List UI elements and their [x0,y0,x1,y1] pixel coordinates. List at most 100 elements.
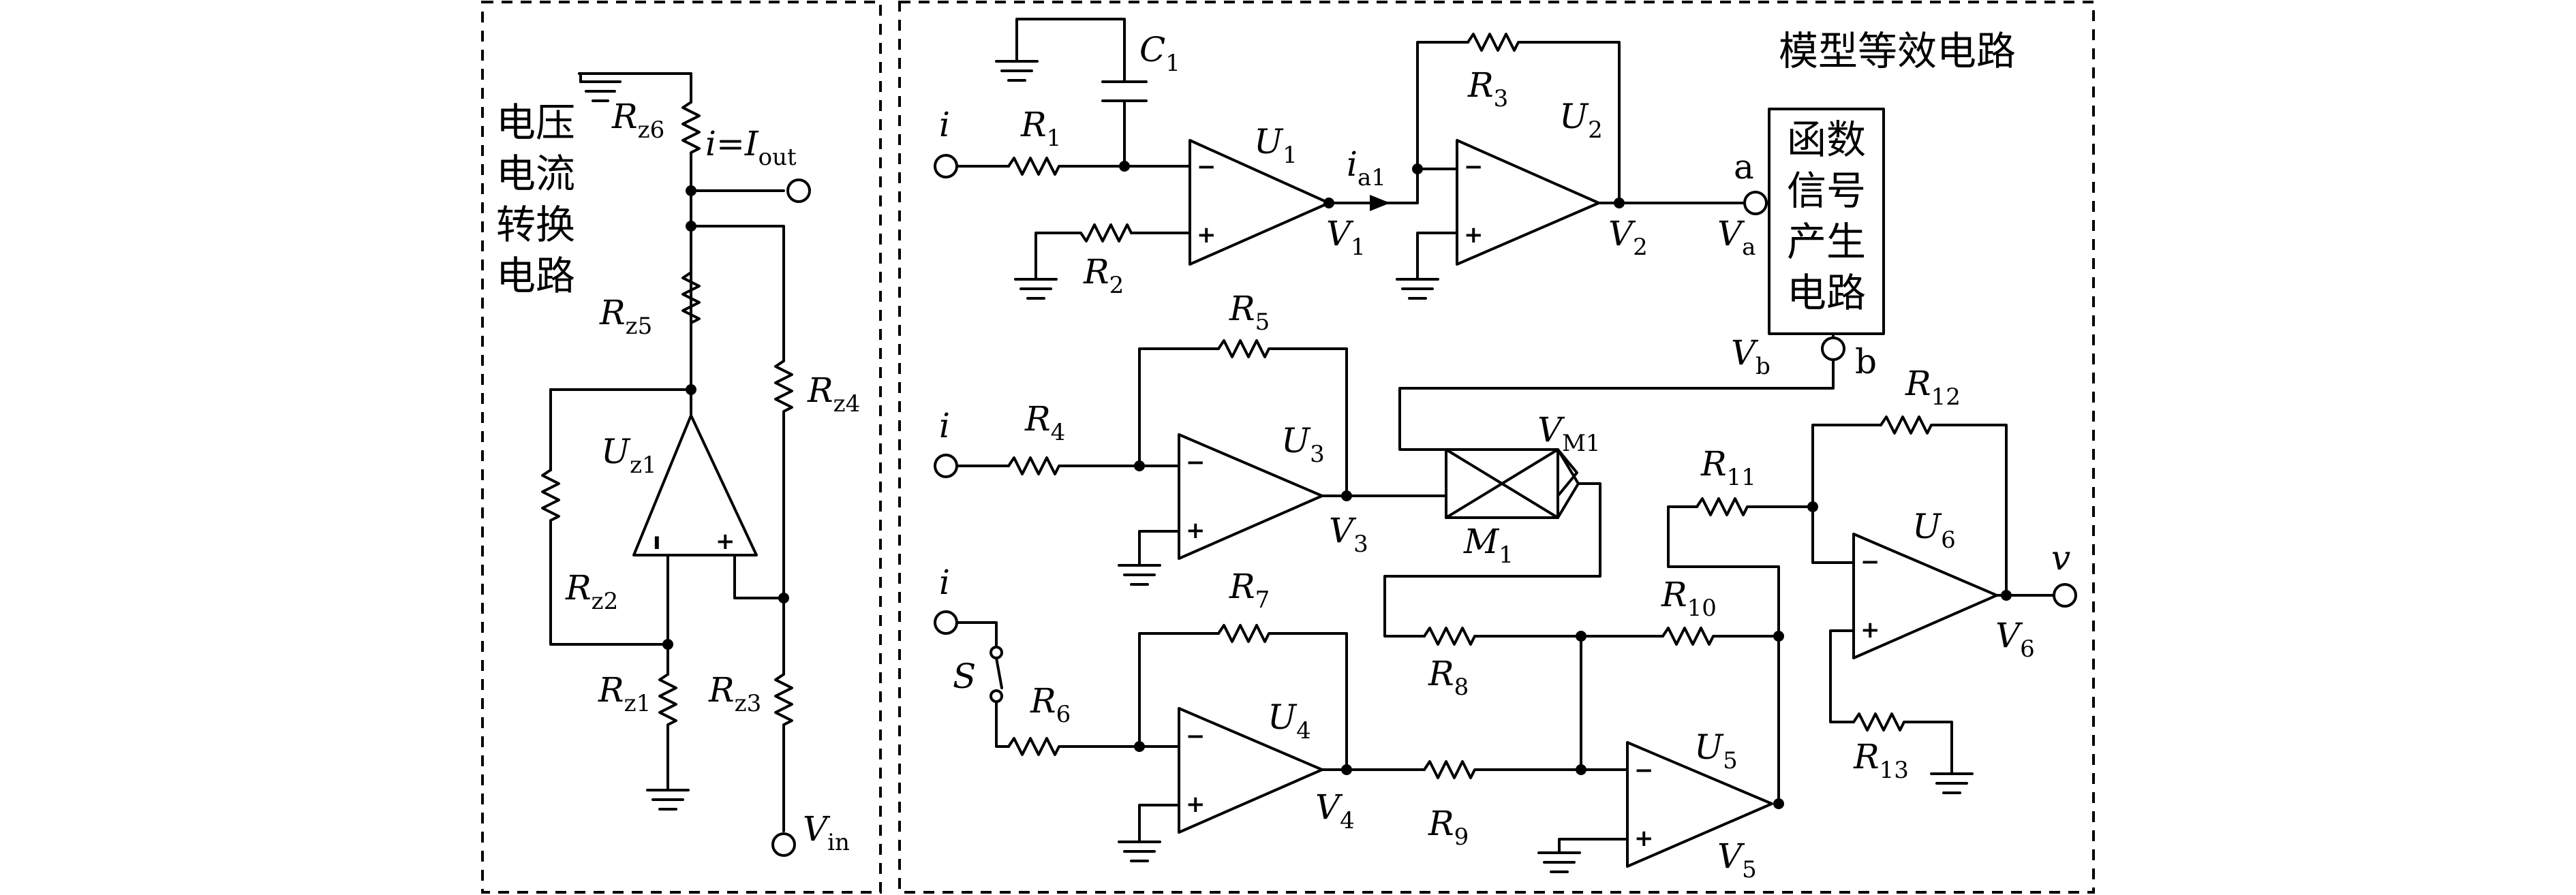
u5-minus: − [1634,757,1654,784]
resistor-r1 [1007,157,1126,176]
v3-label: V3 [1329,511,1368,558]
resistor-r2 [1034,223,1133,281]
resistor-r10 [1661,627,1780,805]
converter-title-line-4: 电路 [496,253,575,299]
input-i-terminal-2 [934,454,958,478]
funcgen-line-2: 信号 [1787,168,1866,214]
va-label: Va [1717,214,1755,261]
u4-minus: − [1186,723,1206,750]
u5-label: U5 [1694,727,1738,774]
u6-label: U6 [1912,507,1956,554]
rz6-label: Rz6 [611,97,664,144]
port-b-label: b [1855,342,1877,381]
r10-label: R10 [1661,575,1717,622]
rz3-label: Rz3 [708,670,761,717]
converter-title-line-2: 电流 [496,151,575,197]
m1-label: M1 [1463,522,1514,569]
input-i-label-3: i [939,563,950,602]
v6-label: V6 [1995,616,2035,663]
u1-label: U1 [1254,122,1298,169]
resistor-r12 [1880,415,2008,597]
u6-minus: − [1860,548,1880,576]
u3-label: U3 [1281,421,1325,468]
v2-label: V2 [1608,214,1648,261]
u1-plus: + [1197,221,1216,249]
ground-symbol [578,72,692,102]
r11-label: R11 [1700,444,1756,491]
ground-symbol [995,60,1039,82]
u3-plus: + [1186,517,1206,544]
r4-label: R4 [1024,399,1065,446]
resistor-r9 [1423,760,1582,779]
resistor-rz5 [681,271,701,390]
converter-title-line-1: 电压 [496,99,575,146]
ground-symbol [1537,851,1581,873]
resistor-r13 [1852,712,1953,775]
u4-label: U4 [1268,697,1311,744]
ground-symbol [1118,841,1161,862]
input-i-terminal-1 [934,154,958,178]
u1-minus: − [1197,153,1216,180]
opamp-u5 [1626,741,1773,868]
resistor-r3 [1467,33,1621,204]
r6-label: R6 [1030,681,1071,728]
switch-s [990,646,1003,703]
vb-label: Vb [1731,333,1770,380]
u2-label: U2 [1559,97,1603,144]
c1-label: C1 [1139,30,1180,77]
opamp-u3 [1178,433,1323,560]
current-arrow-ia1 [1370,195,1390,211]
resistor-r5 [1217,339,1348,497]
model-title: 模型等效电路 [1779,28,2016,74]
u6-plus: + [1860,616,1880,644]
r7-label: R7 [1229,567,1270,614]
rz1-label: Rz1 [598,670,651,717]
opamp-u2 [1456,139,1600,266]
resistor-rz4 [774,360,793,437]
uz1-minus: ı [653,528,661,555]
vm1-label: VM1 [1537,410,1601,457]
r5-label: R5 [1229,289,1270,336]
rz4-label: Rz4 [807,371,860,418]
opamp-u1 [1189,139,1330,266]
model-equivalent-circuit-panel [898,1,2095,894]
opamp-uz1 [632,414,758,556]
input-i-label-1: i [939,105,950,144]
resistor-r6 [1007,737,1141,756]
input-i-label-2: i [939,406,950,445]
function-generator-box [1768,108,1885,335]
resistor-r4 [1007,456,1141,475]
resistor-rz1 [658,673,677,751]
u5-plus: + [1634,825,1654,852]
resistor-rz6 [681,101,701,172]
funcgen-line-1: 函数 [1787,116,1866,163]
output-v-terminal [2053,583,2077,608]
capacitor-c1 [1101,80,1148,102]
converter-title-line-3: 转换 [496,202,575,248]
u3-minus: − [1186,449,1206,476]
r2-label: R2 [1083,252,1124,299]
r3-label: R3 [1467,65,1508,112]
r9-label: R9 [1428,804,1469,851]
u2-minus: − [1464,153,1484,180]
rz2-label: Rz2 [565,568,618,615]
v4-label: V4 [1315,787,1355,834]
ia1-label: ia1 [1347,144,1386,191]
voltage-current-converter-panel [481,1,882,894]
r12-label: R12 [1905,364,1961,411]
r1-label: R1 [1020,105,1061,152]
ground-symbol [646,789,690,811]
resistor-r7 [1217,624,1348,771]
r13-label: R13 [1853,737,1909,784]
vin-terminal [771,832,796,857]
iout-terminal [786,178,811,203]
opamp-u6 [1852,533,1998,659]
resistor-r8 [1423,627,1582,646]
output-current-label: i=Iout [705,124,797,171]
port-b-terminal [1821,336,1845,361]
resistor-rz3 [774,673,793,751]
ground-symbol [1118,564,1161,586]
port-a-terminal [1743,191,1768,215]
v1-label: V1 [1326,214,1366,261]
